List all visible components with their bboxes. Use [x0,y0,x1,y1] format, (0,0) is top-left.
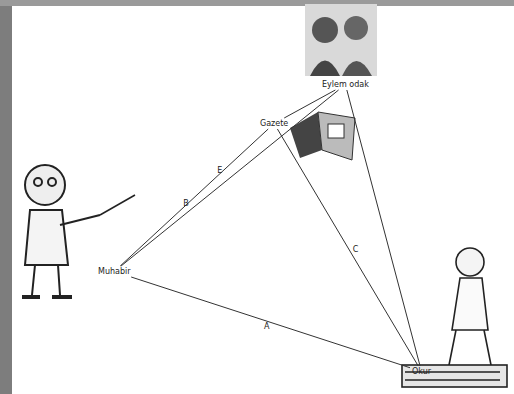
connector-line [284,90,335,118]
connector-line [131,277,410,368]
figure-label: Eylem odak [322,80,369,89]
newspaper-icon [290,112,355,160]
figure-label: Okur [412,367,431,376]
white-panel [12,6,514,394]
student-figure [402,248,507,387]
frame-strip [0,0,12,394]
edge-letter: A [264,322,269,331]
figure-label-box: Muhabir [96,266,133,277]
figure-label-box: Okur [410,366,433,377]
connector-line [120,129,268,266]
connector-line [347,90,420,366]
frame-strip [0,0,514,6]
figure-label-box: Eylem odak [320,79,371,90]
figure-label-box: Gazete [258,118,290,129]
edge-letter: E [217,166,222,175]
connector-line [277,129,418,366]
figure-label: Gazete [260,119,288,128]
edge-letter: C [353,245,359,254]
figure-label: Muhabir [98,267,131,276]
people-figure [305,4,377,76]
edge-letter: B [183,199,189,208]
teacher-figure [22,165,135,297]
